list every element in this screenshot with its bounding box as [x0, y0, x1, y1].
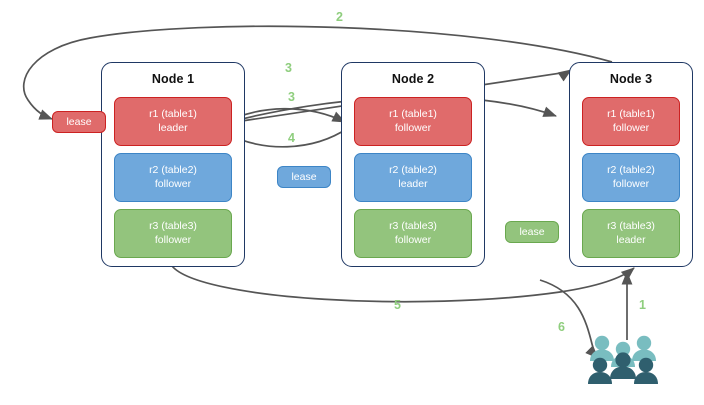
lease-label: lease — [66, 116, 92, 128]
lease-chip-green[interactable]: lease — [505, 221, 559, 243]
arrow-step-5 — [171, 265, 635, 303]
replica-role: leader — [398, 177, 428, 190]
replica-role: follower — [612, 121, 650, 134]
replica-role: follower — [154, 177, 192, 190]
node-card-1[interactable]: Node 1 r1 (table1) leader r2 (table2) fo… — [101, 62, 245, 267]
replica-name: r1 (table1) — [389, 108, 437, 121]
replica-box-r3[interactable]: r3 (table3) follower — [354, 209, 472, 258]
lease-label: lease — [291, 171, 317, 183]
node-title: Node 3 — [609, 72, 653, 86]
replica-box-r2[interactable]: r2 (table2) follower — [582, 153, 680, 202]
replica-box-r3[interactable]: r3 (table3) leader — [582, 209, 680, 258]
node-title: Node 1 — [151, 72, 195, 86]
replica-name: r1 (table1) — [149, 108, 197, 121]
replica-box-r1[interactable]: r1 (table1) leader — [114, 97, 232, 146]
replica-box-r2[interactable]: r2 (table2) leader — [354, 153, 472, 202]
lease-label: lease — [519, 226, 545, 238]
replica-role: follower — [394, 233, 432, 246]
replica-name: r1 (table1) — [607, 108, 655, 121]
step-label-1: 1 — [639, 298, 646, 312]
replica-role: follower — [612, 177, 650, 190]
step-label-3-upper: 3 — [285, 61, 292, 75]
users-icon — [588, 335, 658, 384]
replica-name: r3 (table3) — [389, 220, 437, 233]
step-label-5: 5 — [394, 298, 401, 312]
replica-name: r2 (table2) — [149, 164, 197, 177]
replica-name: r3 (table3) — [607, 220, 655, 233]
node-title: Node 2 — [391, 72, 435, 86]
replica-role: follower — [394, 121, 432, 134]
replica-name: r2 (table2) — [389, 164, 437, 177]
step-label-4: 4 — [288, 131, 295, 145]
replica-box-r3[interactable]: r3 (table3) follower — [114, 209, 232, 258]
replica-role: follower — [154, 233, 192, 246]
replica-box-r1[interactable]: r1 (table1) follower — [582, 97, 680, 146]
step-label-6: 6 — [558, 320, 565, 334]
replica-name: r2 (table2) — [607, 164, 655, 177]
arrow-step-2 — [22, 25, 613, 120]
lease-chip-blue[interactable]: lease — [277, 166, 331, 188]
node-card-2[interactable]: Node 2 r1 (table1) follower r2 (table2) … — [341, 62, 485, 267]
lease-chip-red[interactable]: lease — [52, 111, 106, 133]
replica-box-r2[interactable]: r2 (table2) follower — [114, 153, 232, 202]
step-label-2: 2 — [336, 10, 343, 24]
step-label-3-middle: 3 — [288, 90, 295, 104]
replica-role: leader — [158, 121, 188, 134]
node-card-3[interactable]: Node 3 r1 (table1) follower r2 (table2) … — [569, 62, 693, 267]
replica-box-r1[interactable]: r1 (table1) follower — [354, 97, 472, 146]
replica-role: leader — [616, 233, 646, 246]
replica-name: r3 (table3) — [149, 220, 197, 233]
